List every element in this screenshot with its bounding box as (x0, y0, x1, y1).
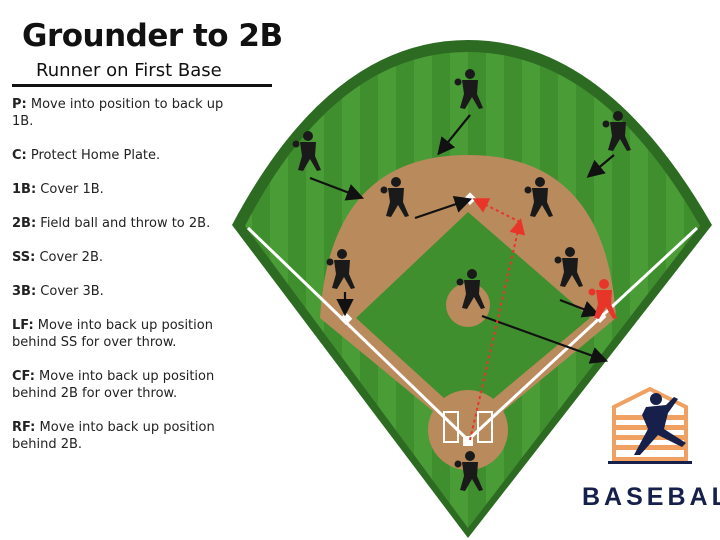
player-rf (602, 111, 631, 151)
lf-arrow (309, 176, 365, 201)
note-rf: RF: Move into back up position behind 2B… (12, 419, 242, 453)
note-2b: 2B: Field ball and throw to 2B. (12, 215, 242, 232)
note-text: Cover 2B. (35, 250, 103, 265)
logo-text: BASEBALL (582, 483, 720, 511)
note-position: P: (12, 97, 27, 112)
player-1b (554, 247, 583, 287)
p-arrow (481, 314, 609, 364)
note-text: Move into back up position behind 2B for… (12, 369, 215, 401)
note-text: Cover 3B. (36, 284, 104, 299)
note-c: C: Protect Home Plate. (12, 147, 242, 164)
page-title: Grounder to 2B (22, 18, 283, 54)
player-cf (454, 69, 483, 109)
note-position: C: (12, 148, 27, 163)
note-position: 1B: (12, 182, 37, 197)
position-notes: P: Move into position to back up 1B. C: P… (12, 96, 242, 470)
note-1b: 1B: Cover 1B. (12, 181, 242, 198)
note-text: Protect Home Plate. (26, 148, 161, 163)
note-cf: CF: Move into back up position behind 2B… (12, 368, 242, 402)
note-ss: SS: Cover 2B. (12, 249, 242, 266)
note-position: 3B: (12, 284, 37, 299)
1b-arrow (559, 298, 601, 318)
note-position: LF: (12, 318, 34, 333)
note-text: Move into back up position behind SS for… (12, 318, 213, 350)
player-3b (326, 249, 355, 289)
divider (12, 84, 272, 87)
ball-path-hit (469, 218, 526, 441)
note-text: Move into back up position behind 2B. (12, 420, 215, 452)
note-text: Field ball and throw to 2B. (36, 216, 211, 231)
ss-arrow (414, 195, 473, 220)
note-text: Cover 1B. (36, 182, 104, 197)
note-p: P: Move into position to back up 1B. (12, 96, 242, 130)
note-lf: LF: Move into back up position behind SS… (12, 317, 242, 351)
note-position: RF: (12, 420, 36, 435)
player-lf (292, 131, 321, 171)
note-3b: 3B: Cover 3B. (12, 283, 242, 300)
home-plate-circle (428, 390, 508, 470)
note-position: SS: (12, 250, 36, 265)
note-position: 2B: (12, 216, 37, 231)
rf-arrow (586, 154, 615, 178)
cf-arrow (437, 114, 471, 156)
player-c (454, 451, 483, 491)
player-p (456, 269, 485, 309)
page-subtitle: Runner on First Base (36, 60, 222, 81)
player-2b (524, 177, 553, 217)
baseball-logo (608, 386, 692, 464)
note-position: CF: (12, 369, 35, 384)
player-ss (380, 177, 409, 217)
runner (588, 279, 617, 319)
home-plate (463, 436, 473, 446)
ball-path-throw (472, 198, 521, 223)
note-text: Move into position to back up 1B. (12, 97, 224, 129)
